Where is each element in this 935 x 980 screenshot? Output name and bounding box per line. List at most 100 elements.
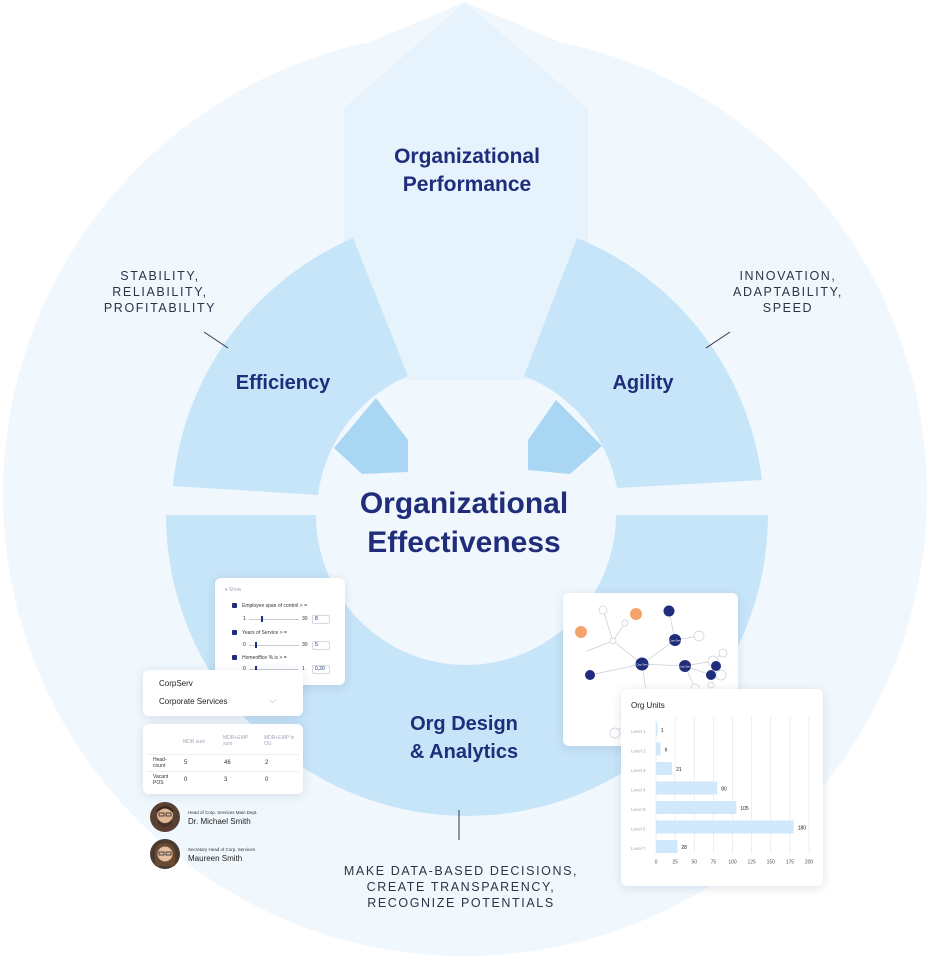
filter-row-3-label: Homeoffice % is > = <box>242 655 287 661</box>
chart-x-tick-label: 50 <box>691 860 697 866</box>
top-title-line1: Organizational <box>394 145 540 168</box>
filter-row-1-slider-handle[interactable] <box>261 616 263 622</box>
org-design-line2: & Analytics <box>409 741 519 763</box>
filter-row-1-slider[interactable] <box>249 619 299 620</box>
filter-row-3-slider[interactable] <box>249 669 299 670</box>
bottom-caption-line3: RECOGNIZE POTENTIALS <box>367 896 555 910</box>
chart-category-label: Level 3 <box>631 768 646 773</box>
network-node-orange-2 <box>575 626 587 638</box>
right-caption-line3: SPEED <box>762 301 814 315</box>
chart-x-tick-label: 100 <box>728 860 737 866</box>
right-segment <box>524 238 762 488</box>
chart-bar <box>656 820 794 834</box>
filter-row-3-max: 1 <box>302 666 305 672</box>
left-caption-line2: RELIABILITY, <box>112 285 208 299</box>
chart-bar-value-label: 80 <box>721 787 727 793</box>
bottom-caption-line1: MAKE DATA-BASED DECISIONS, <box>343 864 579 878</box>
stats-row-2-val-2: 3 <box>224 777 228 783</box>
chevron-down-icon[interactable]: ⌵ <box>269 695 276 705</box>
bottom-caption: MAKE DATA-BASED DECISIONS, CREATE TRANSP… <box>330 863 592 911</box>
chart-bar-value-label: 105 <box>740 806 749 812</box>
filter-row-2: Years of Service > = <box>232 630 287 636</box>
chart-title: Org Units <box>631 701 665 710</box>
left-caption-line <box>203 331 229 349</box>
person-1-name: Dr. Michael Smith <box>188 817 251 826</box>
stats-row-1-label: Head-count <box>153 757 167 769</box>
left-caption: STABILITY, RELIABILITY, PROFITABILITY <box>90 268 230 316</box>
filter-row-1-input[interactable]: 8 <box>312 615 330 624</box>
corpserv-card: CorpServ Corporate Services ⌵ <box>143 670 303 716</box>
chart-bar-value-label: 6 <box>665 748 668 754</box>
filter-checkbox-3[interactable] <box>232 655 237 661</box>
stats-divider-2 <box>147 771 299 772</box>
chart-category-label: Level 6 <box>631 827 646 832</box>
person-1: Head of Corp. Services Main Dept. Dr. Mi… <box>150 802 350 834</box>
person-2: Secretary Head of Corp. Services Maureen… <box>150 839 350 871</box>
chart-x-tick-label: 0 <box>655 860 658 866</box>
efficiency-label: Efficiency <box>235 372 331 394</box>
stats-row-1-val-2: 46 <box>224 760 231 766</box>
stats-row-1-val-1: 5 <box>184 760 188 766</box>
right-caption-line <box>705 331 731 349</box>
person-2-role: Secretary Head of Corp. Services <box>188 847 256 852</box>
agility-label: Agility <box>612 372 674 394</box>
network-hub-label-3: Corp Serv <box>679 665 691 669</box>
filter-row-3-slider-handle[interactable] <box>255 666 257 672</box>
stats-col-header-1: MDR sum <box>183 739 206 745</box>
stats-row-2-val-3: 0 <box>265 777 269 783</box>
chart-x-tick-label: 25 <box>672 860 678 866</box>
chart-bar <box>656 723 658 736</box>
stats-col-header-2: MDR+EMP sum <box>223 735 249 747</box>
chart-x-tick-label: 75 <box>711 860 717 866</box>
filter-row-2-label: Years of Service > = <box>242 630 287 636</box>
chart-bar-value-label: 21 <box>676 767 682 773</box>
filter-row-1: Employee span of control > = <box>232 603 307 609</box>
chart-x-tick-label: 150 <box>767 860 776 866</box>
left-segment <box>173 238 408 495</box>
filter-row-3-input[interactable]: 0,20 <box>312 665 330 674</box>
chart-x-tick-label: 125 <box>747 860 756 866</box>
person-2-name: Maureen Smith <box>188 854 243 863</box>
top-title-line2: Performance <box>402 173 532 196</box>
stats-row-2-label: Vacant POS <box>153 774 169 786</box>
right-inner-wedge <box>528 400 602 474</box>
filter-row-2-slider[interactable] <box>249 645 299 646</box>
filter-row-2-max: 30 <box>302 642 308 648</box>
chart-bar-value-label: 180 <box>798 826 807 832</box>
stats-divider-1 <box>147 754 299 755</box>
filter-row-2-min: 0 <box>243 642 246 648</box>
filter-row-2-slider-handle[interactable] <box>255 642 257 648</box>
left-caption-line3: PROFITABILITY <box>103 301 217 315</box>
person-1-role: Head of Corp. Services Main Dept. <box>188 810 258 815</box>
chart-bar <box>656 742 661 756</box>
network-node-navy-3 <box>711 661 721 671</box>
network-hub-node-2[interactable] <box>669 634 681 646</box>
filter-collapse-icon[interactable]: ▾ <box>225 587 228 593</box>
center-title: Organizational Effectiveness <box>313 484 615 562</box>
filter-row-3: Homeoffice % is > = <box>232 655 287 661</box>
network-node-navy-2 <box>585 670 595 680</box>
avatar-male-icon <box>150 802 180 832</box>
chart-bar <box>656 781 718 795</box>
corpserv-dropdown-value[interactable]: Corporate Services <box>159 697 228 706</box>
stats-table-card: MDR sum MDR+EMP sum MDR+EMP in OU Head-c… <box>143 724 303 794</box>
network-hub-node-3[interactable] <box>679 660 691 672</box>
stats-col-header-3: MDR+EMP in OU <box>264 735 295 747</box>
filter-row-3-min: 0 <box>243 666 246 672</box>
filter-checkbox-1[interactable] <box>232 603 237 609</box>
filter-header: ▾ Show <box>225 587 241 593</box>
chart-bar-value-label: 1 <box>661 728 664 734</box>
chart-category-label: Level 2 <box>631 749 646 754</box>
stats-row-2-val-1: 0 <box>184 777 188 783</box>
network-hub-node-1[interactable] <box>635 657 649 671</box>
filter-row-2-input[interactable]: 5 <box>312 641 330 650</box>
right-caption-line1: INNOVATION, <box>739 269 837 283</box>
left-caption-line1: STABILITY, <box>120 269 200 283</box>
avatar-female-icon <box>150 839 180 869</box>
stats-row-1-val-3: 2 <box>265 760 269 766</box>
filter-row-1-min: 1 <box>243 616 246 622</box>
chart-category-label: Level 4 <box>631 788 646 793</box>
chart-category-label: Level 5 <box>631 807 646 812</box>
filter-checkbox-2[interactable] <box>232 630 237 636</box>
